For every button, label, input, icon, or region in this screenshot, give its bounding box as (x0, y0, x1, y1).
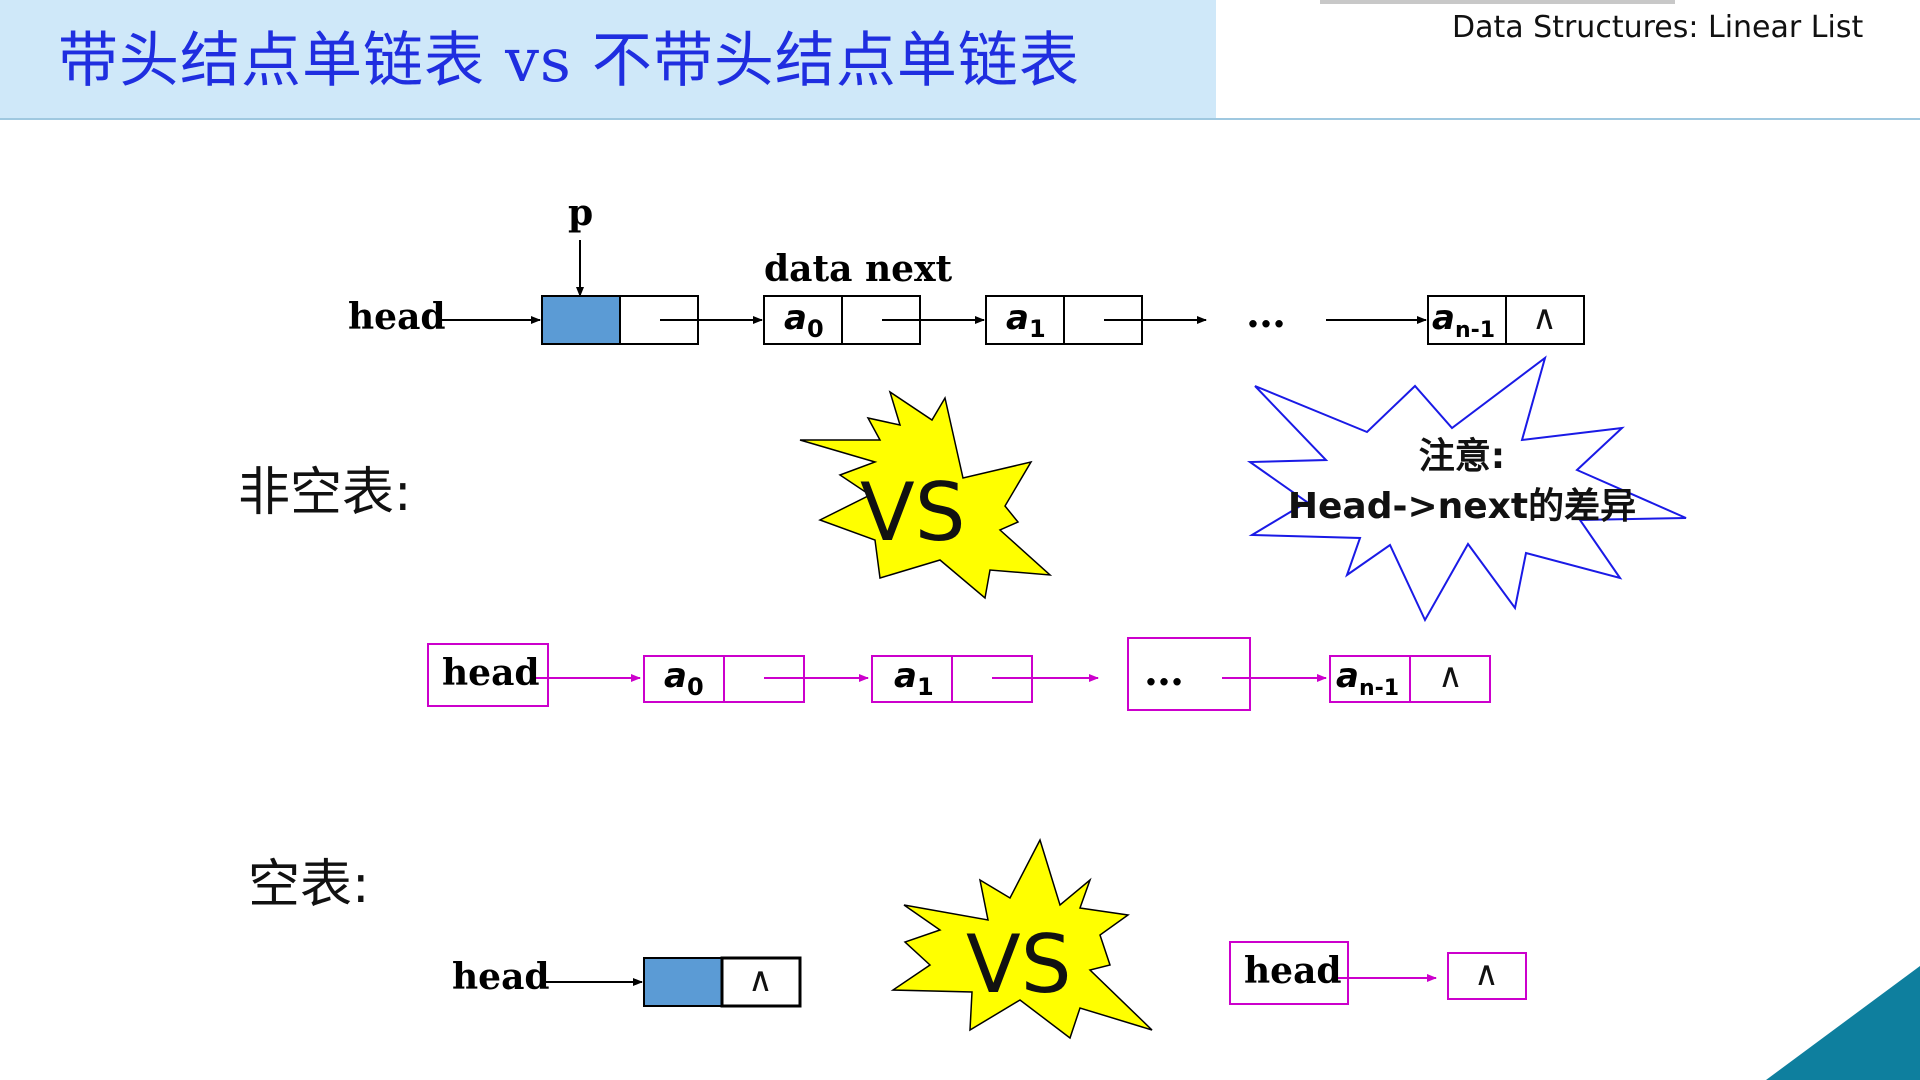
node-a1-label: a1 (1006, 298, 1046, 343)
m-node-an1-label: an-1 (1336, 656, 1400, 701)
header-band (0, 0, 1216, 118)
m-node-a1-label: a1 (894, 656, 934, 701)
ellipsis-2: … (1144, 648, 1184, 695)
m-node-a0-data (643, 655, 725, 703)
slide-title: 带头结点单链表 vs 不带头结点单链表 (58, 26, 1080, 96)
data-next-label: data next (764, 248, 953, 290)
ellipsis-1: … (1246, 290, 1286, 337)
note-line-2: Head->next的差异 (1287, 486, 1637, 527)
m-node-an1-data (1329, 655, 1411, 703)
head-label-2: head (442, 652, 540, 694)
head-box (427, 643, 549, 707)
null-symbol-2: ∧ (1438, 656, 1463, 696)
top-decoration (1320, 0, 1675, 4)
note-text: 注意: Head->next的差异 (1262, 432, 1662, 532)
null-symbol-4: ∧ (1474, 954, 1499, 994)
header-divider (0, 118, 1920, 120)
m-node-an1-next (1409, 655, 1491, 703)
m-ellipsis-box (1127, 637, 1251, 711)
note-line-1: 注意: (1418, 436, 1506, 477)
empty-list-with-head (540, 956, 802, 1008)
node-a1-data (985, 295, 1065, 345)
vs-starburst-1 (799, 390, 1053, 600)
list-without-head-node (427, 637, 1491, 711)
node-an1-next (1505, 295, 1585, 345)
vs-text-2: VS (966, 918, 1072, 1011)
node-an1-label: an-1 (1432, 298, 1496, 343)
node-a0-label: a0 (784, 298, 824, 343)
empty-section-label: 空表: (248, 855, 370, 915)
vs-text-1: VS (860, 466, 966, 559)
nonempty-section-label: 非空表: (238, 463, 412, 523)
node-an1-data (1427, 295, 1507, 345)
head-label-3: head (452, 956, 550, 998)
m-node-a0-label: a0 (664, 656, 704, 701)
empty-list-without-head (1229, 941, 1527, 1005)
note-starburst (1246, 355, 1687, 623)
vs-starburst-2 (890, 838, 1153, 1040)
list-with-head-node (438, 240, 1585, 345)
head-label-4: head (1244, 950, 1342, 992)
course-subject: Data Structures: Linear List (1452, 10, 1864, 45)
head-label-1: head (348, 296, 446, 338)
pointer-p-label: p (568, 192, 594, 234)
null-symbol-1: ∧ (1532, 298, 1557, 338)
head-node-data (541, 295, 621, 345)
null-symbol-3: ∧ (748, 960, 773, 1000)
